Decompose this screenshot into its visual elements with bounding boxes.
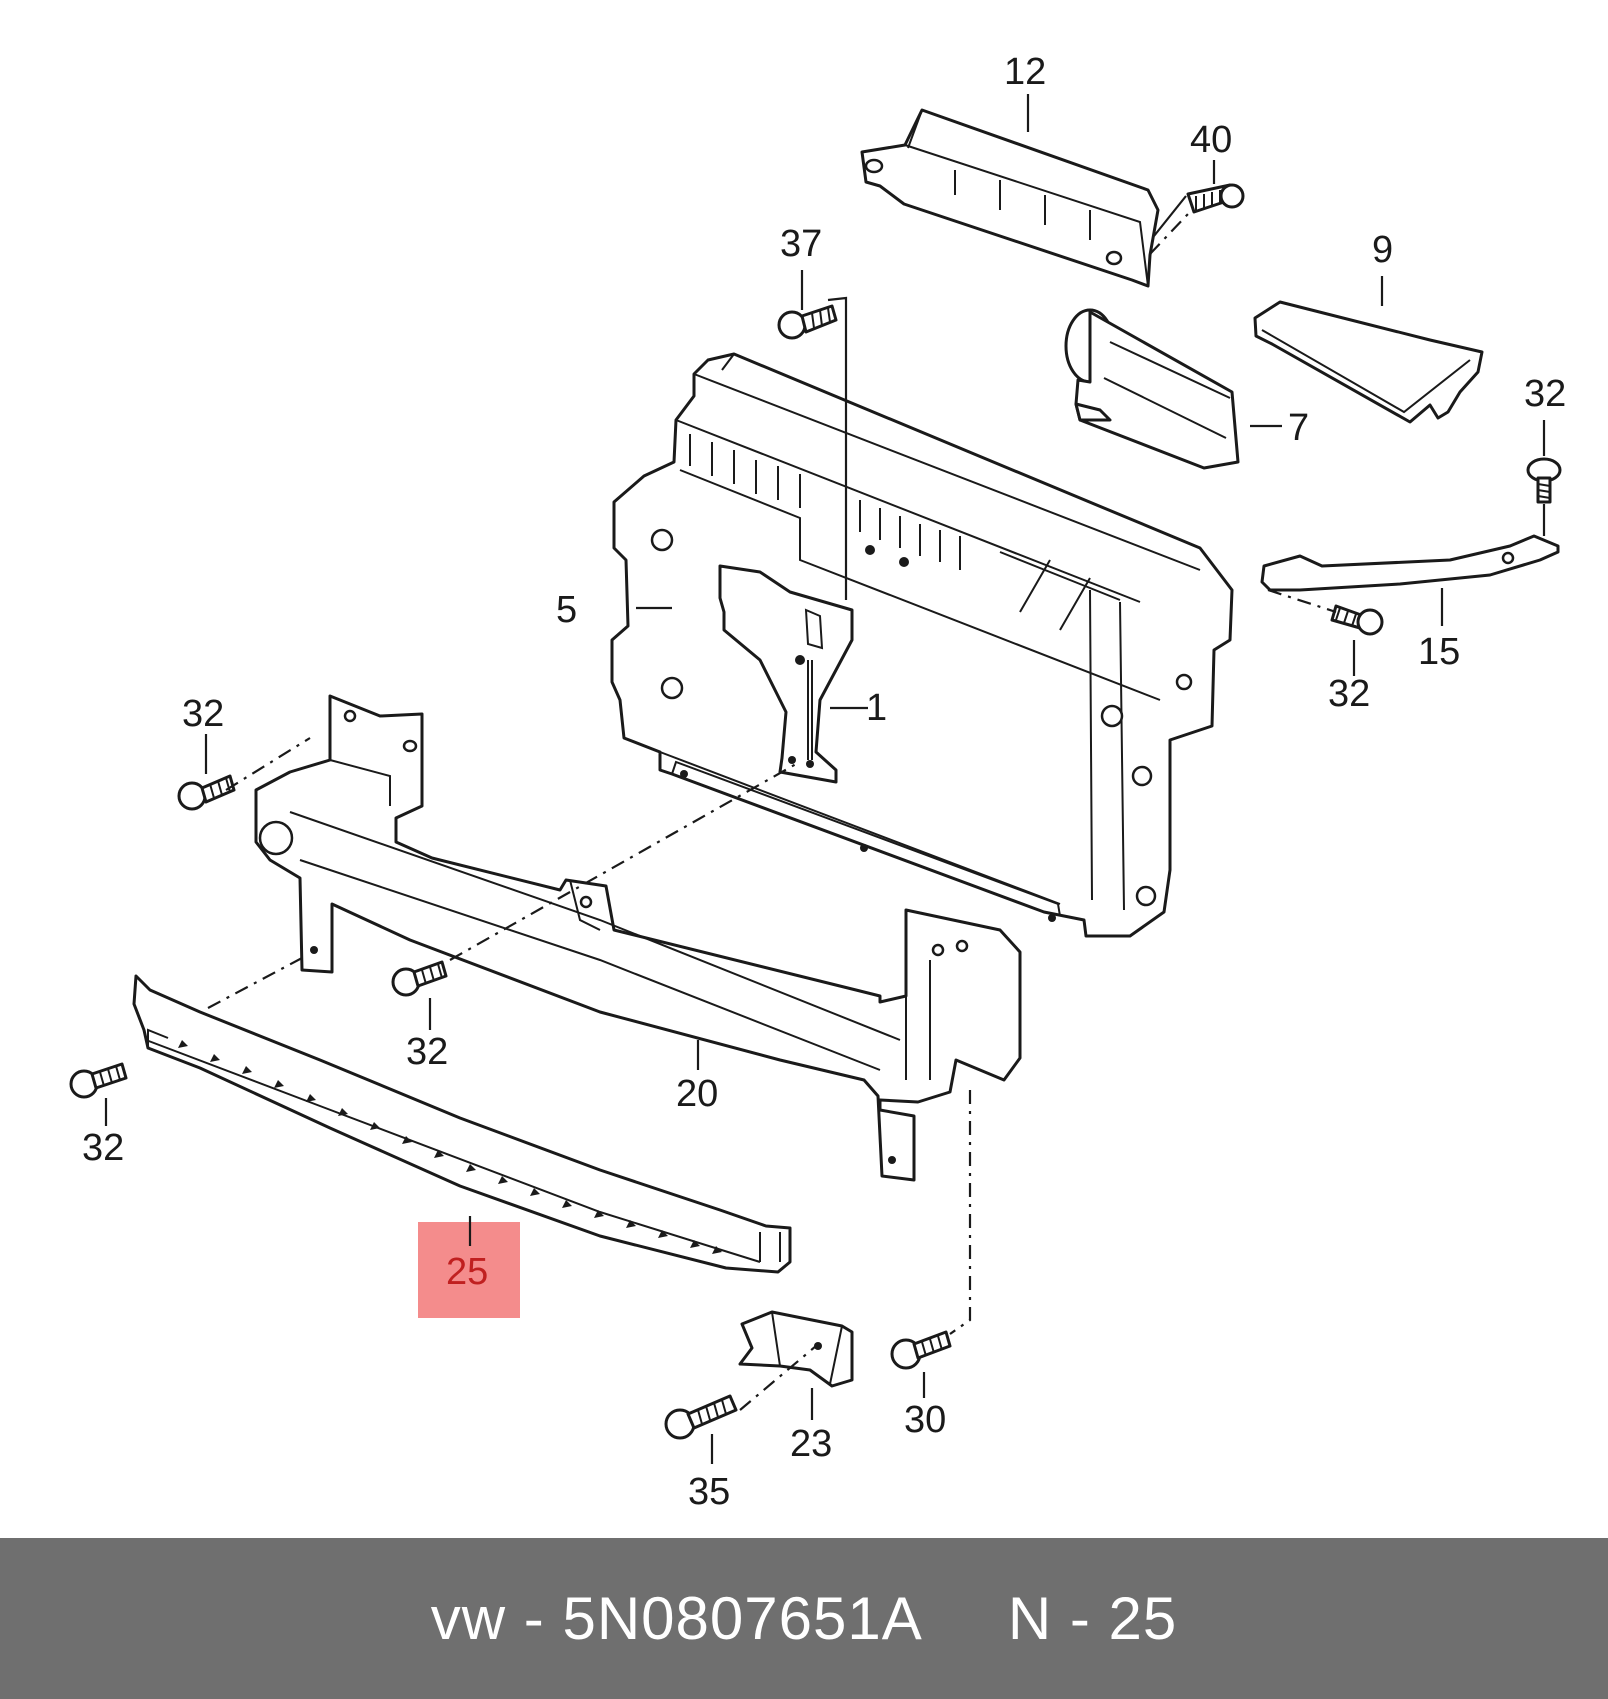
screw-32-right-top [1526, 457, 1562, 504]
part-9-cover [1253, 300, 1484, 424]
parts-diagram: 12 40 37 9 32 7 5 15 32 1 32 32 20 32 25… [69, 51, 1566, 1513]
screw-30 [890, 1330, 952, 1370]
screw-32-left-bottom [69, 1062, 128, 1099]
callout-7: 7 [1288, 407, 1309, 449]
callout-15: 15 [1418, 631, 1460, 673]
leader-lines [104, 94, 1546, 1464]
callout-30: 30 [904, 1399, 946, 1441]
callout-37: 37 [780, 223, 822, 265]
footer-gap [919, 1585, 1007, 1652]
callout-20: 20 [676, 1073, 718, 1115]
part-number: 5N0807651A [562, 1585, 920, 1652]
screw-32-left-top [177, 774, 236, 811]
part-12-air-guide [860, 108, 1160, 288]
part-7-air-duct [1064, 308, 1240, 470]
part-20-bumper-carrier [254, 694, 1022, 1182]
brand-label: vw [430, 1585, 507, 1652]
callout-25: 25 [446, 1251, 488, 1293]
screw-40 [1186, 183, 1245, 214]
callout-40: 40 [1190, 119, 1232, 161]
callout-32-left-top: 32 [182, 693, 224, 735]
callout-5: 5 [556, 589, 577, 631]
screw-32-right-bottom [1330, 604, 1384, 636]
callout-32-right-top: 32 [1524, 373, 1566, 415]
callout-9: 9 [1372, 229, 1393, 271]
callout-12: 12 [1004, 51, 1046, 93]
screw-32-center [391, 960, 448, 997]
callouts: 12 40 37 9 32 7 5 15 32 1 32 32 20 32 25… [82, 51, 1566, 1513]
part-1-center-support [718, 564, 854, 784]
part-23-bracket [738, 1310, 854, 1388]
screw-35 [664, 1394, 738, 1440]
part-25-absorber [132, 974, 792, 1274]
position-number: 25 [1108, 1585, 1178, 1652]
part-info-footer: vw - 5N0807651A N - 25 [0, 1538, 1608, 1699]
callout-23: 23 [790, 1423, 832, 1465]
position-prefix: N - [1007, 1585, 1109, 1652]
alignment-lines [207, 213, 1337, 1411]
brand-separator: - [506, 1585, 563, 1652]
callout-32-left-bottom: 32 [82, 1127, 124, 1169]
callout-1: 1 [866, 687, 887, 729]
part-15-strut [1260, 534, 1560, 592]
callout-35: 35 [688, 1471, 730, 1513]
callout-32-right-bottom: 32 [1328, 673, 1370, 715]
part-info-text: vw - 5N0807651A N - 25 [431, 1584, 1177, 1653]
part-5-lock-carrier [610, 352, 1234, 938]
screw-37 [777, 304, 838, 340]
callout-32-center: 32 [406, 1031, 448, 1073]
